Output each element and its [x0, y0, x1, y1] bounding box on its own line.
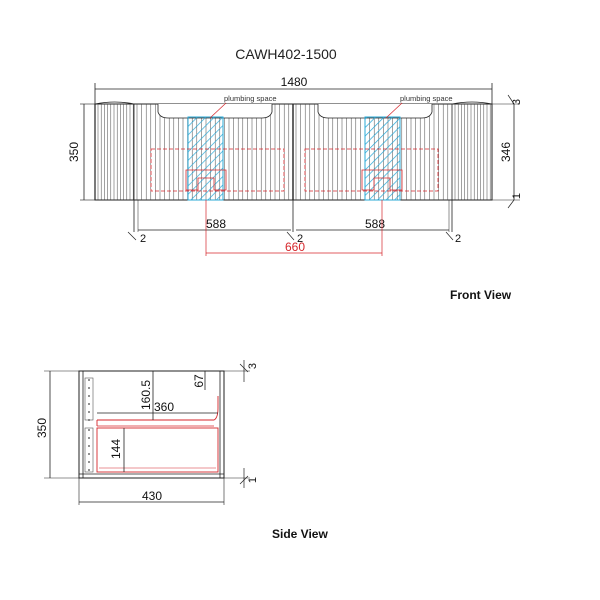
- left-end-cap: [94, 101, 135, 201]
- runner-dot: [88, 445, 90, 447]
- front-view: 1480 plumbing space plumbing space: [67, 75, 523, 302]
- dim-144-label: 144: [109, 439, 123, 459]
- drawer-width-right-label: 588: [365, 217, 385, 231]
- plumbing-zone-right: [364, 116, 401, 201]
- dim-360-label: 360: [154, 400, 174, 414]
- runner-dot: [88, 395, 90, 397]
- dim-67-label: 67: [192, 374, 206, 388]
- runner-dot: [88, 437, 90, 439]
- height-right-label: 346: [499, 142, 513, 162]
- side-view-label: Side View: [272, 527, 328, 541]
- plumbing-zone-left: [187, 116, 224, 201]
- runner-dot: [88, 411, 90, 413]
- side-front-panel: [219, 370, 225, 479]
- front-view-label: Front View: [450, 288, 512, 302]
- side-gap-mid-label: 2: [297, 233, 303, 245]
- trap-right: [361, 169, 403, 191]
- front-top-gap-label: 3: [511, 99, 523, 105]
- runner-dot: [88, 403, 90, 405]
- bottom-drawer: [96, 427, 219, 473]
- basin-cutout-right: [317, 104, 433, 119]
- plumbing-label-right: plumbing space: [400, 94, 453, 103]
- dim-160-5-label: 160.5: [139, 380, 153, 410]
- side-view: 160.5 360 67 144 350 430 3 1 Side View: [35, 360, 328, 541]
- side-bottom-gap-label: 1: [247, 477, 259, 483]
- runner-dot: [88, 453, 90, 455]
- drawer-outline-left: [150, 148, 285, 192]
- runner-dot: [88, 461, 90, 463]
- side-back-panel: [78, 370, 84, 479]
- side-gap-right-label: 2: [455, 233, 461, 245]
- runner-dot: [88, 419, 90, 421]
- runner-dot: [88, 469, 90, 471]
- basin-centers-label: 660: [285, 240, 305, 254]
- top-drawer: [97, 396, 219, 421]
- drawer-width-left-label: 588: [206, 217, 226, 231]
- side-depth-label: 430: [142, 489, 162, 503]
- side-gap-left-label: 2: [140, 233, 146, 245]
- height-left-label: 350: [67, 142, 81, 162]
- plumbing-label-left: plumbing space: [224, 94, 277, 103]
- runner-dot: [88, 379, 90, 381]
- right-end-cap: [451, 101, 493, 201]
- drawer-outline-right: [304, 148, 439, 192]
- side-top-gap-label: 3: [247, 363, 259, 369]
- product-title: CAWH402-1500: [235, 46, 337, 62]
- overall-width-label: 1480: [281, 75, 308, 89]
- drawer-runners: [84, 377, 94, 473]
- trap-left: [185, 169, 227, 191]
- runner-dot: [88, 387, 90, 389]
- runner-dot: [88, 429, 90, 431]
- side-height-label: 350: [35, 418, 49, 438]
- fluted-panel-lines: [97, 104, 491, 200]
- basin-cutout-left: [157, 104, 273, 119]
- front-bottom-gap-label: 1: [511, 193, 523, 199]
